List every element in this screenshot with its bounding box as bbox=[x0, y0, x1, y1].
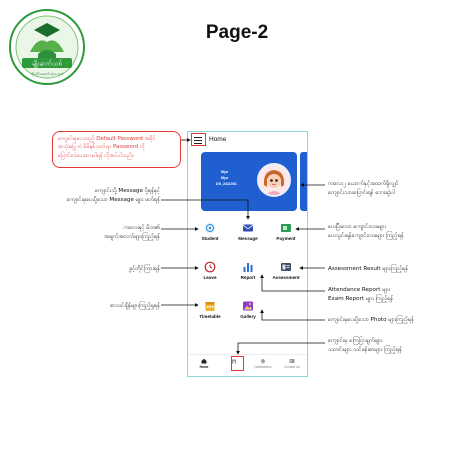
nav-contact-us[interactable]: Contact Us bbox=[280, 358, 304, 369]
assessment-tile[interactable]: Assessment bbox=[270, 261, 302, 280]
bar-chart-icon bbox=[243, 263, 253, 272]
callout-assessment: Assessment Result များကြည့်ရန် bbox=[328, 266, 409, 272]
avatar bbox=[257, 163, 291, 197]
envelope-icon bbox=[242, 224, 254, 232]
gallery-tile[interactable]: Gallery bbox=[232, 300, 264, 319]
callout-report: Attendance Report များ Exam Report များ … bbox=[328, 287, 394, 302]
bell-icon bbox=[261, 359, 265, 364]
school-logo: မျိုးဆက်သစ် ကိုယ်ပိုင်အထက်တန်းကျောင်း bbox=[8, 8, 86, 86]
report-tile[interactable]: Report bbox=[232, 261, 264, 280]
home-icon bbox=[201, 358, 207, 364]
menu-icon[interactable] bbox=[194, 137, 202, 146]
student-card-icon bbox=[204, 222, 216, 234]
card-name-line2: Myo bbox=[221, 176, 229, 180]
calendar-icon bbox=[205, 302, 215, 311]
callout-gallery: ကျောင်းမှပေးပို့သော Photo များကြည့်ရန် bbox=[328, 317, 415, 323]
app-header-title: Home bbox=[209, 136, 227, 143]
nav-home[interactable]: Home bbox=[192, 358, 216, 369]
image-icon bbox=[243, 301, 253, 311]
leave-tile[interactable]: Leave bbox=[194, 261, 226, 280]
student-profile-card[interactable]: Myo Myo DS_2411001 bbox=[201, 152, 297, 211]
assessment-icon bbox=[281, 263, 291, 271]
payment-icon bbox=[281, 224, 291, 232]
school-icon bbox=[232, 359, 236, 364]
arrow-school-info bbox=[236, 342, 325, 355]
clock-icon bbox=[204, 261, 216, 273]
svg-text:မျိုးဆက်သစ်: မျိုးဆက်သစ် bbox=[32, 60, 63, 69]
contact-card-icon bbox=[289, 359, 295, 363]
nav-school[interactable] bbox=[222, 358, 246, 365]
nav-notifications[interactable]: Notifications bbox=[251, 358, 275, 369]
password-note: ကျောင်းမှပေးသည့် Default Password အစိုင်… bbox=[52, 131, 181, 168]
student-tile[interactable]: Student bbox=[194, 222, 226, 241]
app-header: Home bbox=[188, 132, 307, 150]
school-nav-highlight bbox=[231, 356, 244, 371]
arrow-report bbox=[260, 274, 325, 292]
arrow-message bbox=[161, 199, 250, 220]
menu-highlight bbox=[191, 133, 206, 146]
card-student-id: DS_2411001 bbox=[216, 182, 237, 186]
card-name-line1: Myo bbox=[221, 170, 229, 174]
callout-student-info: ကလေးနှင့် မိဘ၏ အချက်အလက်များကြည့်ရန် bbox=[103, 225, 160, 240]
callout-leave: ခွင့်တိုင်ကြားရန် bbox=[128, 266, 160, 272]
bottom-nav: Home Notifications Contact Us bbox=[188, 354, 307, 376]
callout-card-info: ကလေး၂ ယောက်နှင့်အထက်ရှိလျှင် ကျောင်းသားပ… bbox=[328, 181, 399, 196]
svg-text:ကိုယ်ပိုင်အထက်တန်းကျောင်း: ကိုယ်ပိုင်အထက်တန်းကျောင်း bbox=[30, 71, 64, 77]
payment-tile[interactable]: Payment bbox=[270, 222, 302, 241]
next-card-peek[interactable] bbox=[300, 152, 307, 211]
phone-screen: Home Myo Myo DS_2411001 Student bbox=[187, 131, 308, 377]
callout-payment: ပေးပြီးသော ကျောင်းလခများ ပေးသွင်းရန်ကျော… bbox=[328, 224, 404, 239]
arrow-gallery bbox=[260, 309, 325, 321]
message-tile[interactable]: Message bbox=[232, 222, 264, 241]
callout-school-info: ကျောင်းမှ ကြေငြာချက်များ သတင်းများ သင်ခန… bbox=[328, 338, 402, 353]
callout-message: ကျောင်းသို့ Message ပို့ရန်နှင့် ကျောင်း… bbox=[66, 188, 160, 203]
page-title: Page-2 bbox=[205, 22, 269, 43]
timetable-tile[interactable]: Timetable bbox=[194, 300, 226, 319]
callout-timetable: စာသင်ချိန်များကြည့်ရှုရန် bbox=[110, 303, 160, 309]
